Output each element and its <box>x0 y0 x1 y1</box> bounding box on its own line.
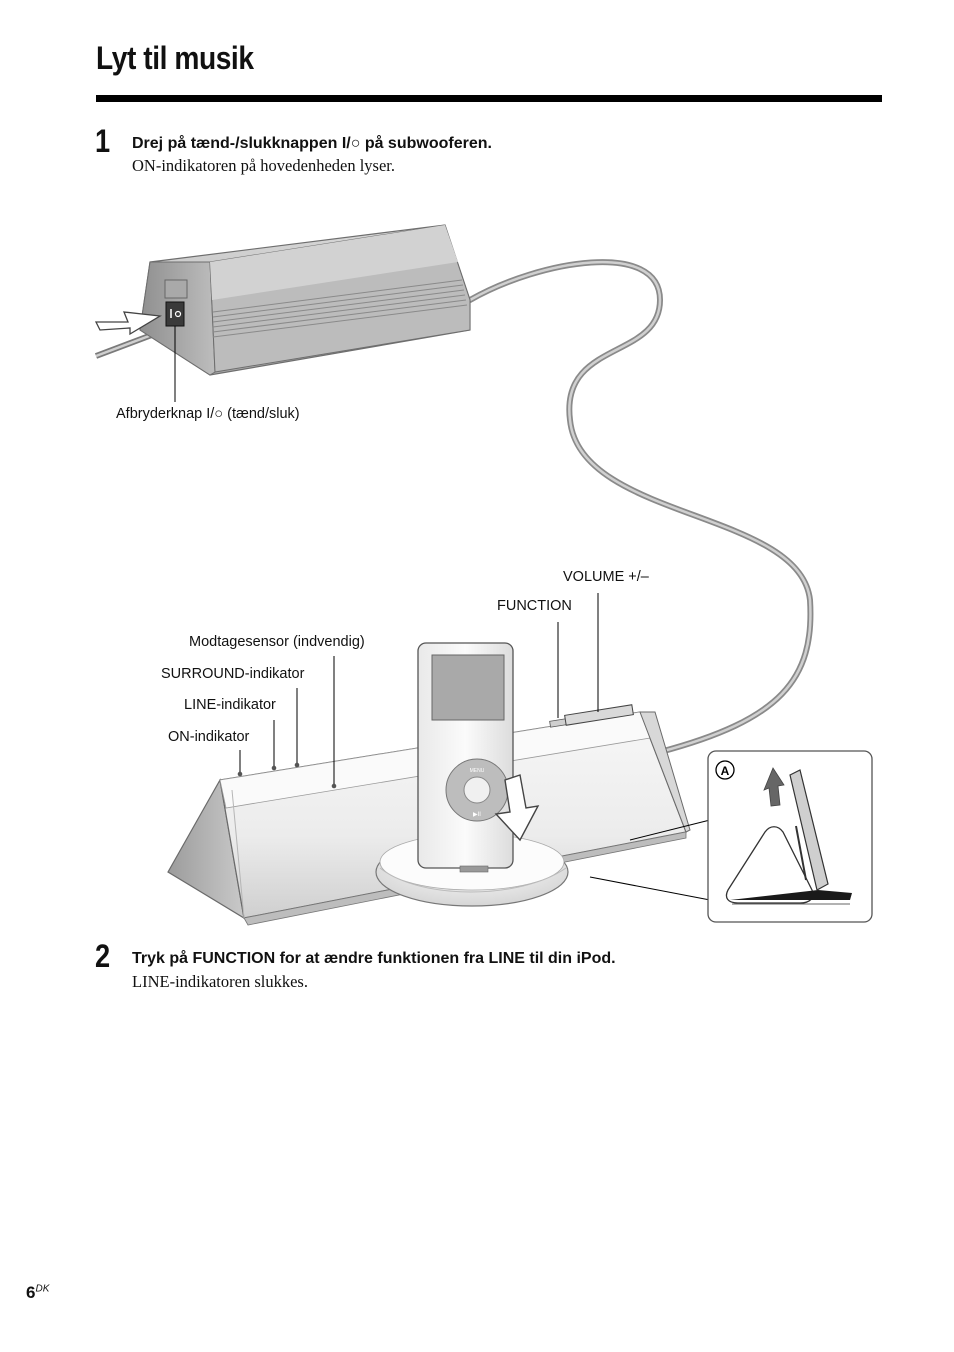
step-1-detail: ON-indikatoren på hovedenheden lyser. <box>132 156 396 175</box>
surround-indicator-dot <box>294 762 300 768</box>
callout-power-switch: Afbryderknap I/○ (tænd/sluk) <box>116 406 300 422</box>
callout-volume: VOLUME +/– <box>563 569 649 585</box>
insert-arrow-icon <box>494 774 540 842</box>
title-rule <box>96 95 882 102</box>
line-indicator-dot <box>271 765 277 771</box>
step-1-number: 1 <box>95 123 111 159</box>
ipod-play-label: ▶II <box>473 812 481 818</box>
step-2-number: 2 <box>95 938 111 974</box>
callout-function: FUNCTION <box>497 598 572 614</box>
page-number-suffix: DK <box>35 1283 50 1295</box>
on-indicator-dot <box>237 771 243 777</box>
callout-line: LINE-indikator <box>184 697 276 713</box>
callout-surround: SURROUND-indikator <box>161 666 305 682</box>
page-title: Lyt til musik <box>96 40 254 76</box>
sensor-dot <box>331 783 337 789</box>
step-1-instruction: Drej på tænd-/slukknappen I/○ på subwoof… <box>132 135 492 152</box>
ipod-menu-label: MENU <box>470 768 485 774</box>
step-2-detail: LINE-indikatoren slukkes. <box>132 972 308 991</box>
callout-on: ON-indikator <box>168 729 250 745</box>
step-2-instruction: Tryk på FUNCTION for at ændre funktionen… <box>132 950 616 967</box>
subwoofer <box>139 224 471 376</box>
inset-marker <box>715 760 735 780</box>
lift-arrow-icon <box>763 767 785 807</box>
page-number: 6DK <box>26 1283 50 1302</box>
svg-text:A: A <box>721 764 730 778</box>
inset-detail: A <box>707 750 873 923</box>
callout-sensor: Modtagesensor (indvendig) <box>189 634 365 650</box>
ipod-screen <box>431 654 505 721</box>
ipod: MENU ▶II <box>417 642 514 873</box>
push-arrow-icon <box>94 311 162 336</box>
